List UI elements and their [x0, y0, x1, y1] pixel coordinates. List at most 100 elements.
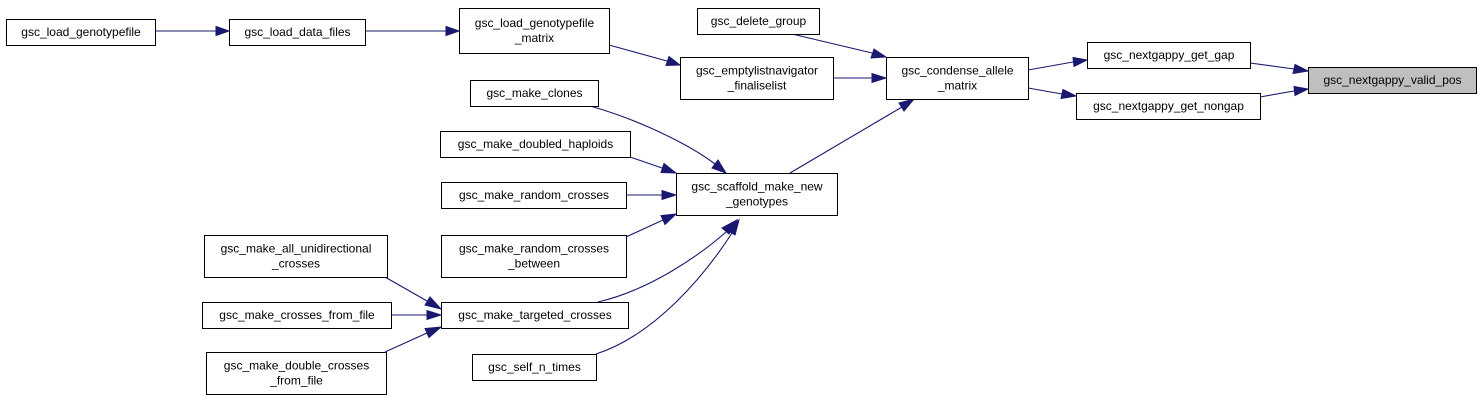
node-valid-pos[interactable]: gsc_nextgappy_valid_pos: [1308, 67, 1477, 94]
node-box: [1308, 67, 1477, 94]
arrowhead-icon: [660, 162, 678, 174]
edge-line: [1249, 62, 1295, 70]
arrowhead-icon: [711, 159, 728, 174]
node-label: gsc_make_doubled_haploids: [458, 137, 613, 151]
node-label: gsc_make_all_unidirectional: [221, 242, 372, 256]
edge-line: [1027, 87, 1063, 95]
node-label: gsc_emptylistnavigator: [696, 64, 818, 78]
node-label: gsc_make_clones: [486, 86, 582, 100]
node-make-all-unidirectional[interactable]: gsc_make_all_unidirectional_crosses: [204, 235, 388, 278]
edge-get-gap: [1249, 62, 1310, 75]
edge-load-genotypefile: [155, 25, 231, 37]
node-box: [6, 19, 156, 46]
node-make-random-crosses[interactable]: gsc_make_random_crosses: [441, 182, 627, 209]
edge-make-random-crosses-between: [625, 213, 678, 238]
node-box: [202, 302, 392, 329]
edge-self-n-times: [595, 218, 740, 355]
node-make-random-crosses-between[interactable]: gsc_make_random_crosses_between: [441, 235, 627, 278]
edge-line: [597, 231, 727, 303]
node-label: gsc_scaffold_make_new: [691, 180, 823, 194]
node-label: gsc_nextgappy_valid_pos: [1323, 73, 1461, 87]
node-box: [697, 8, 820, 35]
edge-make-clones: [589, 105, 728, 174]
node-make-clones[interactable]: gsc_make_clones: [470, 80, 599, 107]
node-make-targeted-crosses[interactable]: gsc_make_targeted_crosses: [441, 302, 629, 329]
node-label: gsc_make_targeted_crosses: [458, 308, 611, 322]
node-self-n-times[interactable]: gsc_self_n_times: [472, 354, 597, 381]
edge-line: [384, 276, 428, 302]
node-box: [440, 131, 631, 158]
arrowhead-icon: [661, 189, 678, 201]
arrowhead-icon: [1072, 56, 1089, 68]
node-box: [229, 19, 366, 46]
node-label: gsc_load_data_files: [244, 25, 350, 39]
edge-line: [589, 105, 716, 165]
arrowhead-icon: [1060, 88, 1078, 100]
node-box: [206, 352, 387, 395]
edge-load-data-files: [365, 25, 461, 37]
node-label: gsc_nextgappy_get_gap: [1104, 48, 1235, 62]
edge-line: [608, 44, 668, 62]
arrowhead-icon: [1292, 63, 1310, 75]
node-label: gsc_self_n_times: [488, 360, 581, 374]
node-make-double-crosses[interactable]: gsc_make_double_crosses_from_file: [206, 352, 387, 395]
arrowhead-icon: [424, 296, 443, 310]
edge-scaffold: [789, 98, 916, 174]
arrowhead-icon: [445, 25, 461, 37]
node-load-genotypefile-matrix[interactable]: gsc_load_genotypefile_matrix: [459, 8, 610, 54]
edge-line: [1027, 61, 1074, 71]
node-label: gsc_condense_allele: [901, 64, 1013, 78]
edge-delete-group: [791, 33, 888, 59]
node-label: _matrix: [514, 31, 554, 45]
node-label: gsc_load_genotypefile: [21, 25, 141, 39]
edge-line: [629, 156, 663, 169]
arrowhead-icon: [1293, 85, 1310, 97]
arrowhead-icon: [898, 98, 916, 112]
node-box: [470, 80, 599, 107]
node-load-genotypefile[interactable]: gsc_load_genotypefile: [6, 19, 156, 46]
node-load-data-files[interactable]: gsc_load_data_files: [229, 19, 366, 46]
node-box: [441, 235, 627, 278]
arrowhead-icon: [665, 55, 682, 67]
node-label: _crosses: [271, 257, 320, 271]
edge-condense-allele: [1027, 87, 1078, 100]
edge-make-random-crosses: [626, 189, 678, 201]
node-label: _finaliselist: [727, 79, 787, 93]
node-box: [680, 57, 834, 100]
node-label: _genotypes: [725, 195, 788, 209]
edge-line: [1259, 90, 1295, 98]
arrowhead-icon: [871, 72, 888, 84]
node-make-crosses-from-file[interactable]: gsc_make_crosses_from_file: [202, 302, 392, 329]
node-get-nongap[interactable]: gsc_nextgappy_get_nongap: [1076, 93, 1261, 120]
edge-line: [595, 232, 733, 355]
edge-load-genotypefile-matrix: [608, 44, 682, 67]
node-condense-allele[interactable]: gsc_condense_allele_matrix: [886, 57, 1029, 100]
node-box: [441, 182, 627, 209]
node-scaffold[interactable]: gsc_scaffold_make_new_genotypes: [676, 173, 838, 216]
node-label: gsc_make_crosses_from_file: [219, 308, 375, 322]
node-box: [676, 173, 838, 216]
node-label: gsc_make_random_crosses: [459, 242, 609, 256]
edge-make-crosses-from-file: [391, 309, 443, 321]
node-get-gap[interactable]: gsc_nextgappy_get_gap: [1087, 42, 1251, 69]
edge-make-doubled-haploids: [629, 156, 678, 174]
edge-emptylistnavigator: [833, 72, 888, 84]
node-box: [1076, 93, 1261, 120]
node-emptylistnavigator[interactable]: gsc_emptylistnavigator_finaliselist: [680, 57, 834, 100]
edge-make-all-unidirectional: [384, 276, 443, 310]
arrowhead-icon: [215, 25, 231, 37]
node-label: _matrix: [937, 79, 977, 93]
arrowhead-icon: [660, 213, 678, 226]
arrowhead-icon: [424, 326, 443, 339]
node-box: [472, 354, 597, 381]
node-make-doubled-haploids[interactable]: gsc_make_doubled_haploids: [440, 131, 631, 158]
node-label: _between: [507, 257, 560, 271]
node-delete-group[interactable]: gsc_delete_group: [697, 8, 820, 35]
node-box: [441, 302, 629, 329]
edge-line: [789, 106, 903, 174]
node-label: _from_file: [269, 374, 323, 388]
node-box: [204, 235, 388, 278]
node-label: gsc_nextgappy_get_nongap: [1093, 99, 1244, 113]
edge-get-nongap: [1259, 85, 1310, 98]
